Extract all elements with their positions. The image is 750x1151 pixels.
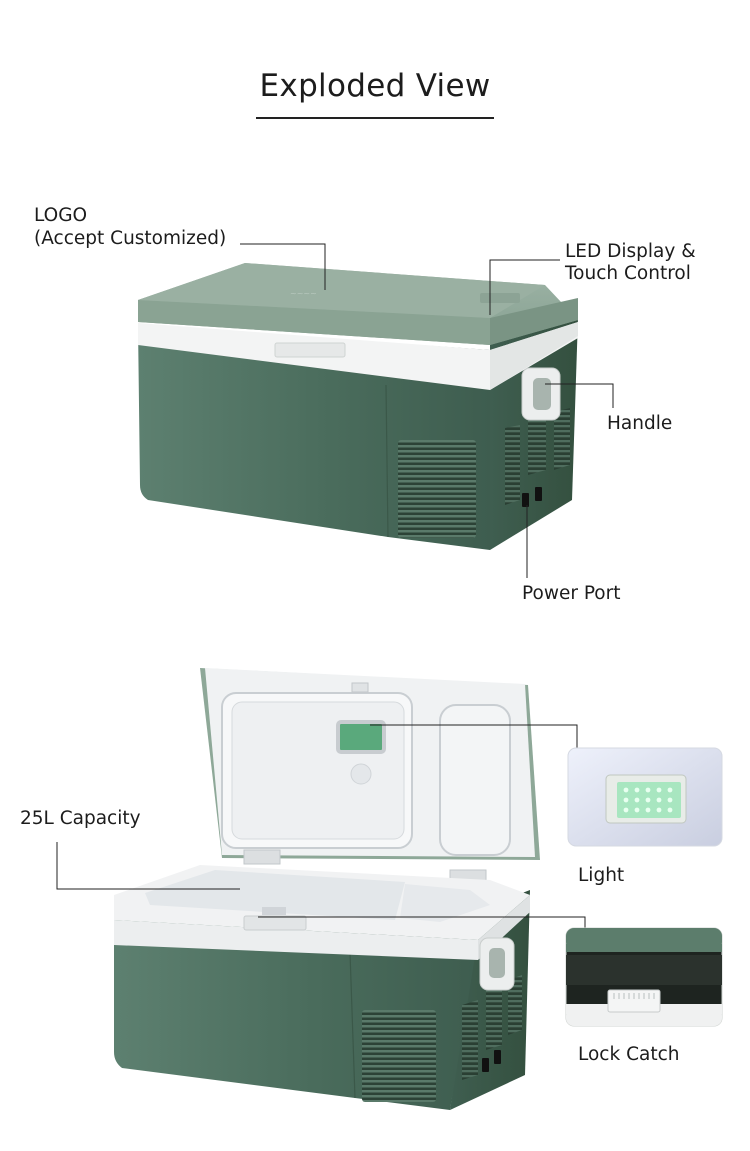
light-label: Light <box>578 865 625 886</box>
cooler-closed: ~~~~ <box>138 243 614 578</box>
cooler-open <box>56 668 586 1110</box>
lock-catch-label: Lock Catch <box>578 1044 680 1065</box>
logo-sublabel: (Accept Customized) <box>34 228 227 249</box>
title-underline <box>256 117 494 119</box>
power-port-label: Power Port <box>522 583 621 604</box>
led-display-label: LED Display & <box>565 241 696 262</box>
svg-text:~~~~: ~~~~ <box>290 289 317 298</box>
capacity-label: 25L Capacity <box>20 808 141 829</box>
lock-catch-detail-image <box>565 927 723 1027</box>
handle-label: Handle <box>607 413 673 434</box>
light-detail-image <box>567 747 723 847</box>
logo-label: LOGO <box>34 205 88 226</box>
touch-control-label: Touch Control <box>565 263 691 284</box>
page-title: Exploded View <box>259 68 491 104</box>
